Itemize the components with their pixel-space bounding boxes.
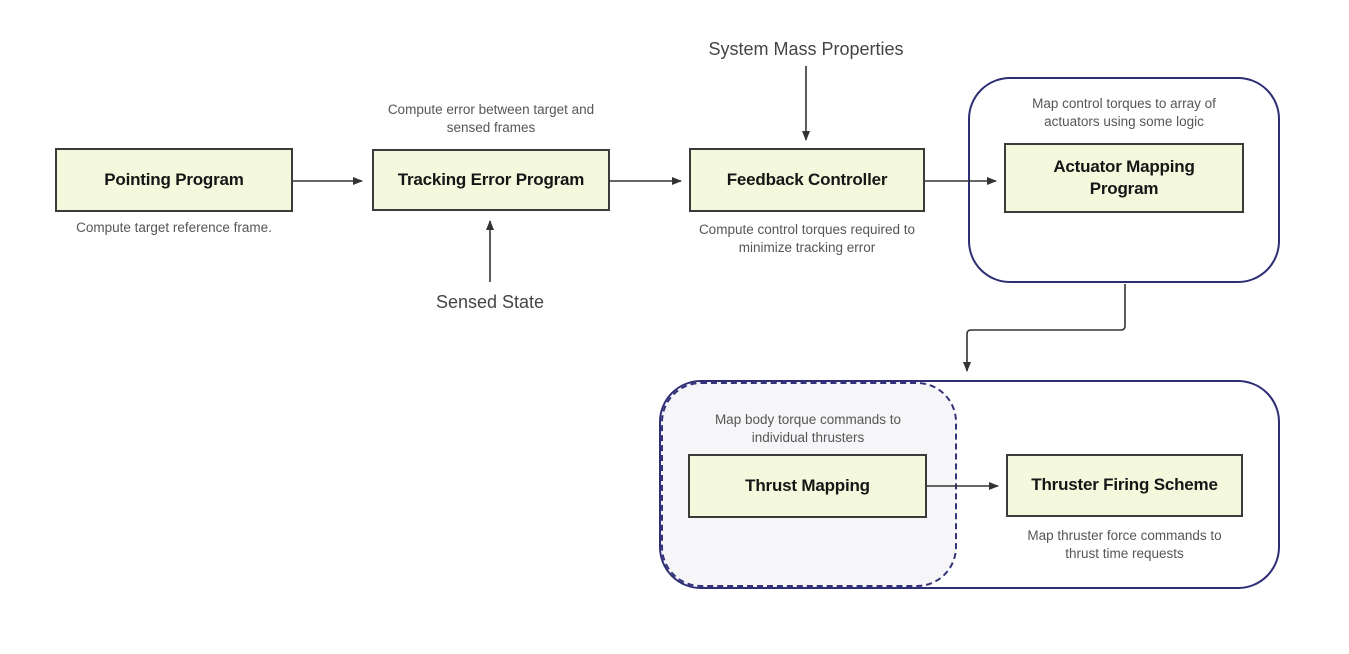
node-thruster-firing-scheme-label: Thruster Firing Scheme bbox=[1031, 475, 1218, 495]
node-pointing-program: Pointing Program bbox=[55, 148, 293, 212]
node-thrust-mapping: Thrust Mapping bbox=[688, 454, 927, 518]
node-feedback-controller: Feedback Controller bbox=[689, 148, 925, 212]
node-tracking-error-program-label: Tracking Error Program bbox=[397, 169, 585, 189]
node-thruster-firing-scheme: Thruster Firing Scheme bbox=[1006, 454, 1243, 517]
caption-actuator-mapping-program: Map control torques to array of actuator… bbox=[1032, 96, 1216, 130]
node-pointing-program-label: Pointing Program bbox=[104, 169, 244, 189]
node-actuator-mapping-program-label: Actuator Mapping Program bbox=[1053, 156, 1195, 198]
node-feedback-controller-label: Feedback Controller bbox=[726, 169, 888, 189]
caption-thruster-firing-scheme: Map thruster force commands to thrust ti… bbox=[1027, 528, 1222, 562]
caption-feedback-controller: Compute control torques required to mini… bbox=[698, 222, 916, 256]
caption-tracking-error-program: Compute error between target and sensed … bbox=[387, 102, 595, 136]
node-tracking-error-program: Tracking Error Program bbox=[372, 149, 610, 211]
label-system-mass-properties: System Mass Properties bbox=[708, 39, 904, 59]
caption-pointing-program: Compute target reference frame. bbox=[76, 220, 272, 235]
node-actuator-mapping-program: Actuator Mapping Program bbox=[1004, 143, 1244, 213]
node-thrust-mapping-label: Thrust Mapping bbox=[745, 475, 870, 495]
label-sensed-state: Sensed State bbox=[435, 292, 545, 312]
connector-actuator-to-thruster-group bbox=[963, 284, 1126, 372]
caption-thrust-mapping: Map body torque commands to individual t… bbox=[714, 412, 902, 446]
